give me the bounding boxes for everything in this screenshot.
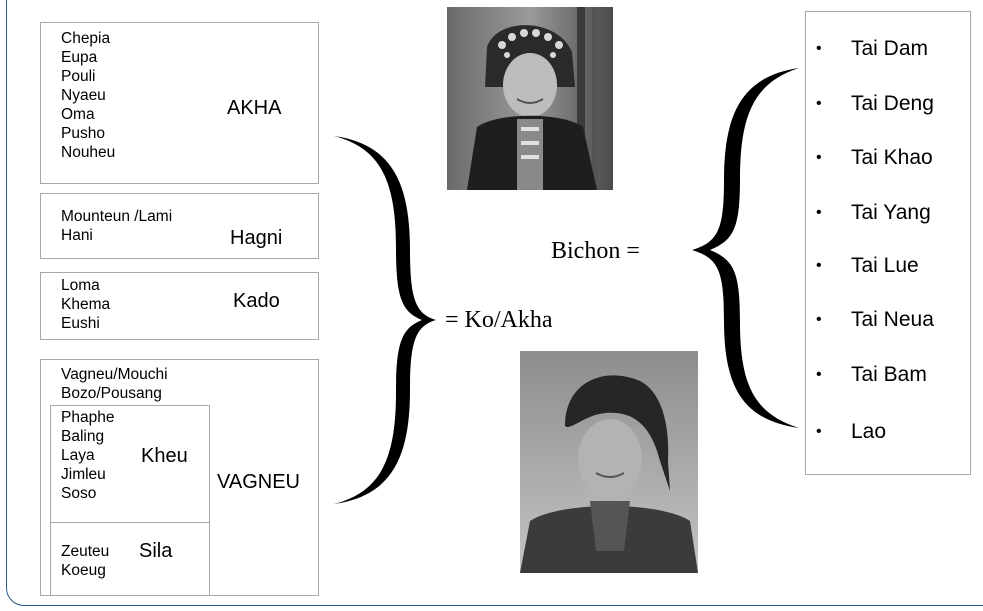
sila-member: Koeug bbox=[61, 562, 106, 579]
sila-subgroup-box: Zeuteu Koeug Sila bbox=[50, 522, 210, 596]
bullet-icon: • bbox=[816, 149, 822, 166]
akha-elder-woman-photo bbox=[520, 351, 698, 573]
ko-akha-label: = Ko/Akha bbox=[445, 307, 553, 333]
bullet-icon: • bbox=[816, 95, 822, 112]
akha-member: Pusho bbox=[61, 125, 105, 142]
tai-brace bbox=[692, 68, 799, 428]
kheu-member: Baling bbox=[61, 428, 105, 445]
kado-member: Eushi bbox=[61, 315, 100, 332]
vagneu-member: Bozo/Pousang bbox=[61, 385, 162, 402]
bullet-icon: • bbox=[816, 311, 822, 328]
vagneu-member-list: Vagneu/Mouchi Bozo/Pousang bbox=[61, 365, 168, 403]
kado-member: Loma bbox=[61, 277, 100, 294]
bichon-label: Bichon = bbox=[551, 238, 640, 264]
kheu-member: Jimleu bbox=[61, 466, 106, 483]
hagni-member: Mounteun /Lami bbox=[61, 208, 173, 225]
bullet-icon: • bbox=[816, 366, 822, 383]
hagni-member-list: Mounteun /Lami Hani bbox=[61, 207, 172, 245]
sila-member: Zeuteu bbox=[61, 543, 110, 560]
hagni-label: Hagni bbox=[230, 227, 283, 249]
hagni-group-box: Mounteun /Lami Hani Hagni bbox=[40, 193, 319, 259]
bullet-icon: • bbox=[816, 204, 822, 221]
akha-member: Chepia bbox=[61, 30, 111, 47]
bullet-icon: • bbox=[816, 257, 822, 274]
kado-member: Khema bbox=[61, 296, 111, 313]
kheu-label: Kheu bbox=[141, 445, 188, 467]
slide-frame bbox=[6, 0, 983, 606]
kheu-member-list: Phaphe Baling Laya Jimleu Soso bbox=[61, 408, 114, 503]
sila-label: Sila bbox=[139, 540, 173, 562]
bullet-icon: • bbox=[816, 40, 822, 57]
kado-member-list: Loma Khema Eushi bbox=[61, 276, 110, 333]
kheu-member: Soso bbox=[61, 485, 97, 502]
bullet-icon: • bbox=[816, 423, 822, 440]
kado-group-box: Loma Khema Eushi Kado bbox=[40, 272, 319, 340]
akha-woman-photo bbox=[447, 7, 613, 190]
sila-member-list: Zeuteu Koeug bbox=[61, 542, 109, 580]
akha-member: Nyaeu bbox=[61, 87, 106, 104]
akha-member: Nouheu bbox=[61, 144, 116, 161]
ko-akha-brace bbox=[334, 136, 436, 504]
akha-member: Oma bbox=[61, 106, 95, 123]
tai-group-list-box: • Tai Dam • Tai Deng • Tai Khao • Tai Ya… bbox=[805, 11, 971, 475]
akha-label: AKHA bbox=[227, 97, 282, 119]
vagneu-member: Vagneu/Mouchi bbox=[61, 366, 168, 383]
kheu-member: Laya bbox=[61, 447, 95, 464]
hagni-member: Hani bbox=[61, 227, 93, 244]
akha-member: Eupa bbox=[61, 49, 98, 66]
akha-member: Pouli bbox=[61, 68, 96, 85]
kheu-member: Phaphe bbox=[61, 409, 115, 426]
akha-member-list: Chepia Eupa Pouli Nyaeu Oma Pusho Nouheu bbox=[61, 29, 115, 162]
akha-group-box: Chepia Eupa Pouli Nyaeu Oma Pusho Nouheu… bbox=[40, 22, 319, 184]
kheu-subgroup-box: Phaphe Baling Laya Jimleu Soso Kheu bbox=[50, 405, 210, 523]
kado-label: Kado bbox=[233, 290, 280, 312]
vagneu-label: VAGNEU bbox=[217, 471, 300, 493]
